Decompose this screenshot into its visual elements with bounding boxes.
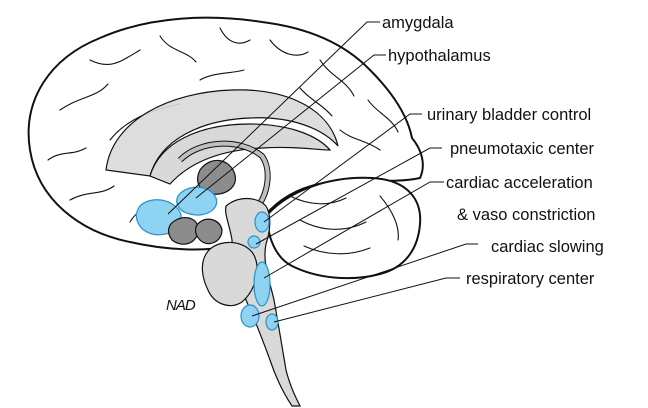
cardiac-slowing-region (241, 305, 259, 327)
label-respiratory-center: respiratory center (466, 270, 595, 288)
label-hypothalamus: hypothalamus (388, 47, 491, 65)
artist-signature: NAD (166, 297, 196, 314)
label-vaso-constriction: & vaso constriction (457, 206, 595, 224)
pneumotaxic-center-region (248, 236, 260, 248)
cardiac-acceleration-region (254, 262, 270, 306)
pituitary (196, 219, 223, 243)
label-amygdala: amygdala (382, 14, 454, 32)
label-cardiac-acceleration: cardiac acceleration (446, 174, 593, 192)
respiratory-center-region (266, 314, 278, 330)
midbrain-dark-structure (169, 218, 199, 245)
hypothalamus-region (177, 187, 217, 215)
label-pneumotaxic-center: pneumotaxic center (450, 140, 595, 158)
urinary-bladder-control-region (255, 212, 269, 232)
label-cardiac-slowing: cardiac slowing (491, 238, 604, 256)
label-urinary-bladder-control: urinary bladder control (427, 106, 591, 124)
